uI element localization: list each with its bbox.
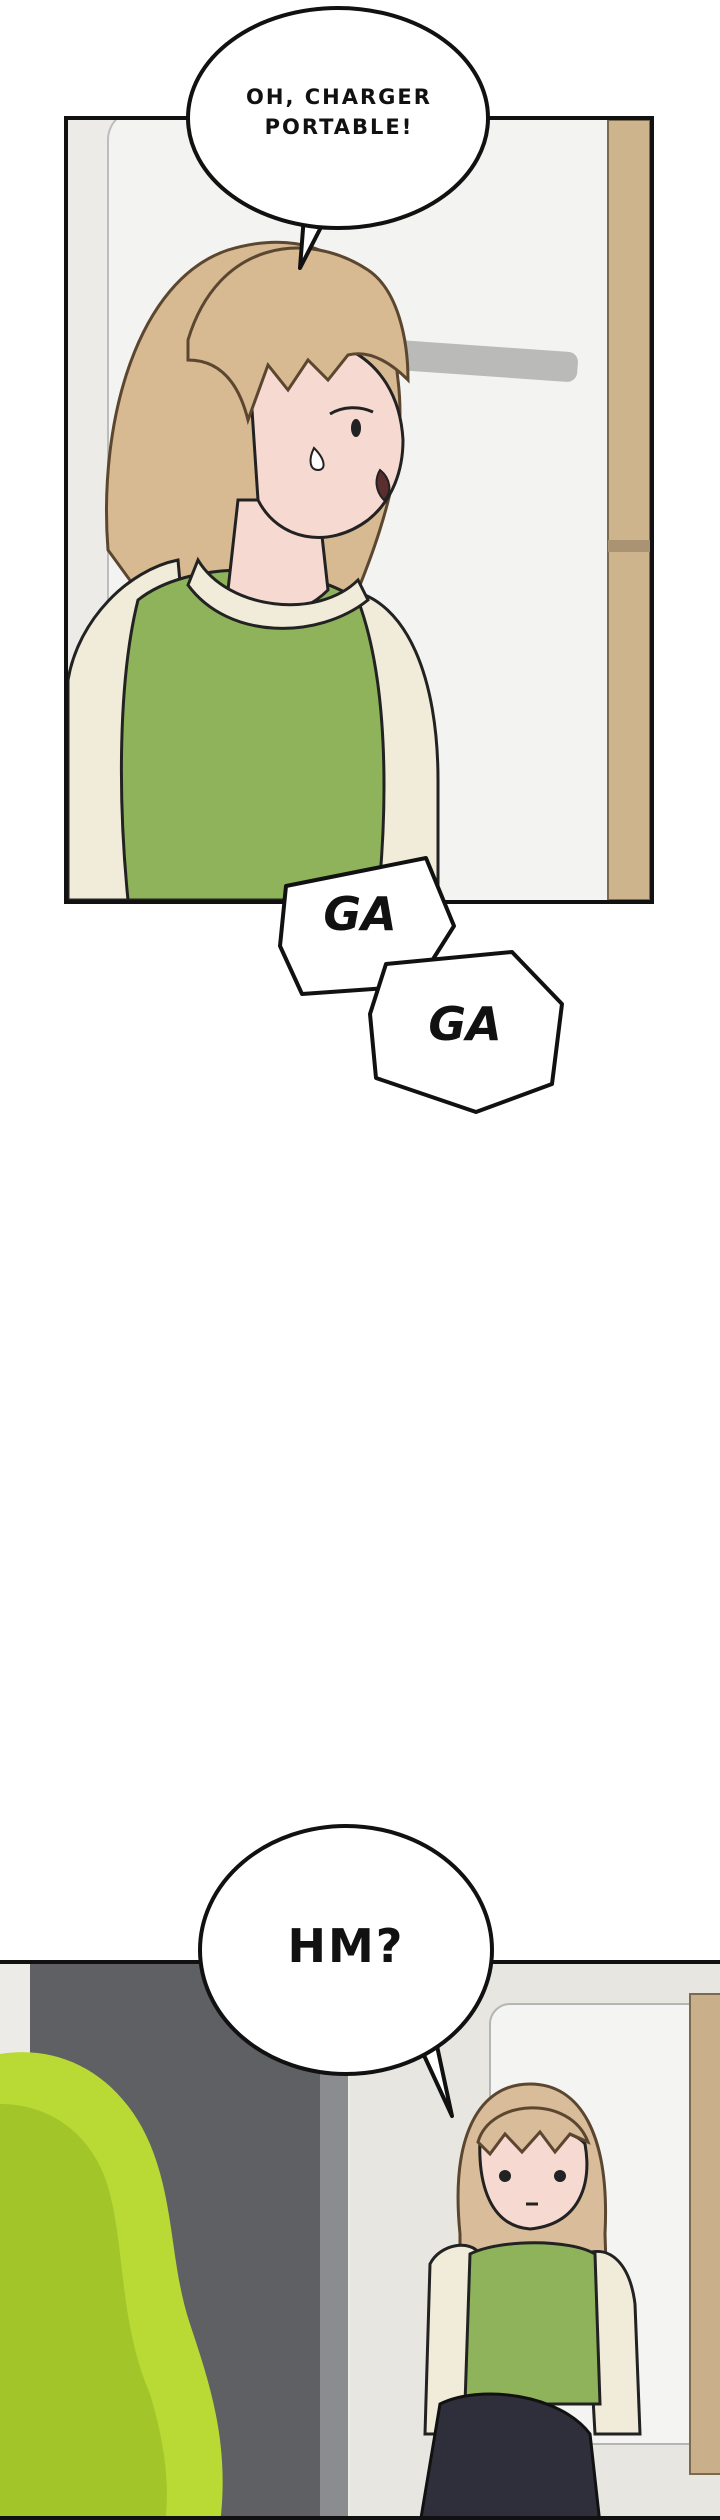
sfx-bubble-2 bbox=[368, 950, 564, 1114]
collar bbox=[186, 556, 370, 630]
sweat-drop bbox=[309, 446, 325, 472]
green-blob-shade bbox=[0, 2104, 167, 2516]
hair-front bbox=[186, 246, 410, 426]
speech-bubble-1 bbox=[186, 6, 490, 270]
speech-bubble-1-text: OH, CHARGER PORTABLE! bbox=[246, 85, 432, 139]
mouth bbox=[375, 468, 391, 502]
eye bbox=[329, 406, 374, 416]
panel-1-art bbox=[68, 120, 650, 900]
cabinet bbox=[607, 120, 650, 900]
back-cabinet bbox=[689, 1993, 720, 2475]
speech-bubble-2 bbox=[198, 1824, 494, 2118]
cabinet-shelf bbox=[608, 540, 650, 552]
girl-bangs bbox=[476, 2106, 591, 2157]
girl-green-top bbox=[463, 2241, 602, 2406]
sfx-text-1: GA bbox=[323, 887, 397, 941]
girl-eye-right bbox=[554, 2170, 566, 2182]
dark-clothing bbox=[419, 2392, 601, 2516]
speech-bubble-2-text: HM? bbox=[287, 1919, 405, 1973]
sfx-text-2: GA bbox=[428, 997, 502, 1051]
panel-1 bbox=[64, 116, 654, 904]
girl-eye-left bbox=[499, 2170, 511, 2182]
pupil bbox=[351, 419, 361, 437]
